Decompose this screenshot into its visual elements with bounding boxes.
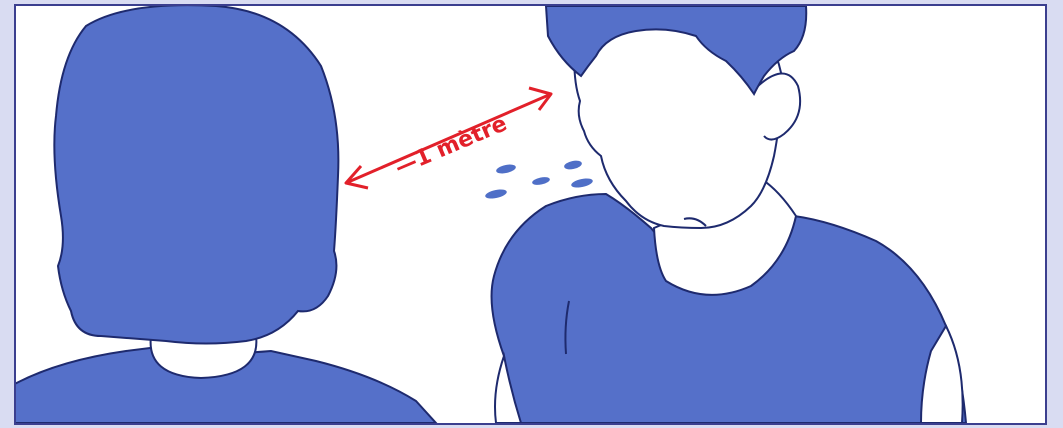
- droplet: [484, 188, 507, 200]
- person-left-hair: [54, 6, 338, 344]
- illustration-canvas: —1 mètre: [14, 4, 1047, 425]
- person-right-coughing: [492, 6, 966, 423]
- distance-arrow: —1 mètre: [346, 88, 551, 188]
- droplet: [563, 159, 582, 171]
- droplet: [495, 163, 516, 175]
- distance-label: —1 mètre: [391, 111, 510, 181]
- droplet: [531, 176, 550, 187]
- person-left-back-view: [16, 6, 436, 423]
- droplet: [570, 177, 593, 189]
- person-right-ear: [758, 74, 800, 140]
- social-distancing-illustration: —1 mètre: [16, 6, 1045, 423]
